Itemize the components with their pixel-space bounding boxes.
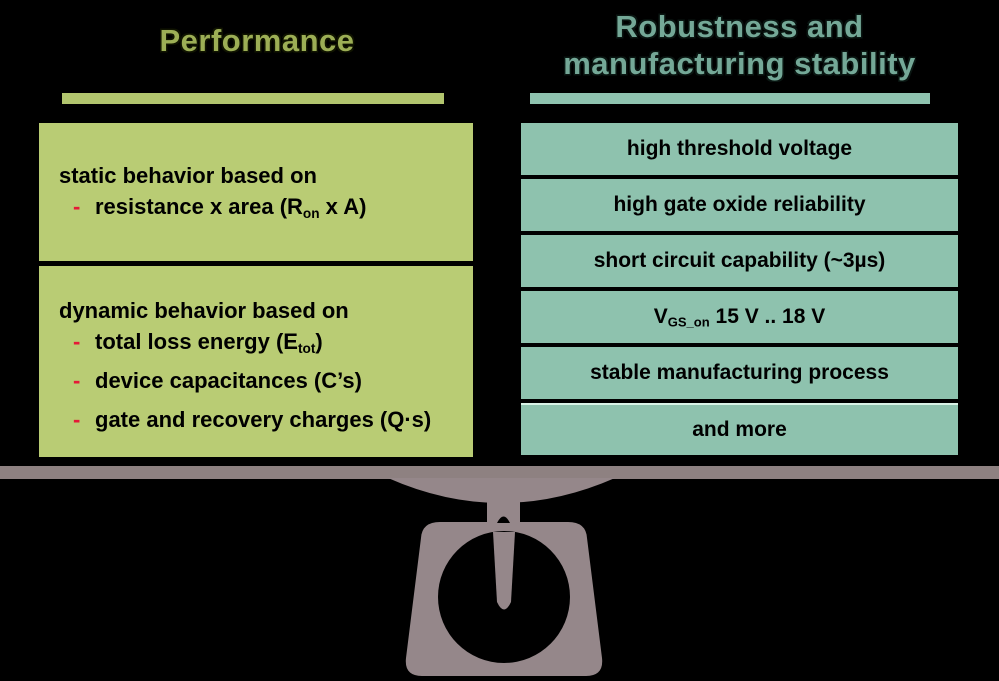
static-heading: static behavior based on (59, 163, 317, 188)
bullet-dash: - (73, 406, 81, 432)
list-item: - gate and recovery charges (Q·s) (59, 404, 469, 443)
bullet-text: device capacitances (C’s) (95, 367, 362, 393)
table-row: high gate oxide reliability (521, 179, 958, 231)
list-item: - total loss energy (Etot) (59, 326, 469, 365)
table-row: high threshold voltage (521, 123, 958, 175)
bullet-text: resistance x area (Ron x A) (95, 194, 367, 221)
list-item: - resistance x area (Ron x A) (59, 191, 465, 230)
left-title-underline (62, 93, 444, 104)
performance-static-box: static behavior based on - resistance x … (39, 123, 473, 261)
scale-needle (493, 532, 515, 610)
table-row: and more (521, 403, 958, 455)
table-row: stable manufacturing process (521, 347, 958, 399)
scale-stem-notch (497, 516, 510, 523)
table-row: VGS_on 15 V .. 18 V (521, 291, 958, 343)
right-title-underline (530, 93, 930, 104)
right-title-line2: manufacturing stability (563, 46, 916, 81)
dynamic-heading: dynamic behavior based on (59, 298, 349, 323)
bullet-text: total loss energy (Etot) (95, 329, 323, 356)
table-row: short circuit capability (~3µs) (521, 235, 958, 287)
left-column-title: Performance (159, 23, 355, 58)
bullet-dash: - (73, 329, 81, 354)
bullet-dash: - (73, 367, 81, 393)
right-column-title: Robustness and manufacturing stability (521, 8, 958, 82)
performance-dynamic-box: dynamic behavior based on - total loss e… (39, 266, 473, 457)
right-title-line1: Robustness and (615, 9, 864, 44)
robustness-list: high threshold voltage high gate oxide r… (521, 123, 958, 455)
bullet-dash: - (73, 194, 81, 219)
bullet-text: gate and recovery charges (Q·s) (95, 406, 432, 432)
list-item: - device capacitances (C’s) (59, 365, 469, 404)
balance-beam (0, 466, 999, 479)
balance-scale-icon (388, 478, 615, 676)
scale-pan (388, 478, 615, 503)
